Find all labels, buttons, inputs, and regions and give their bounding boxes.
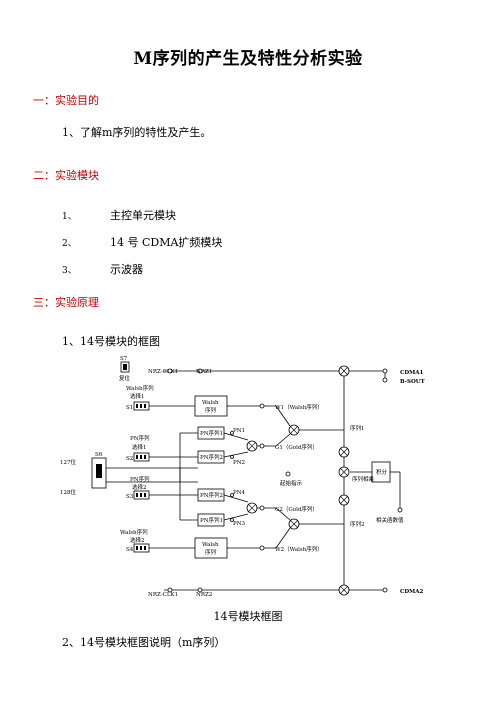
label-s7: S7 — [120, 356, 128, 362]
module-item-num-3: 3、 — [62, 266, 77, 276]
label-g2: G2（Gold序列） — [275, 505, 318, 513]
label-nrz-clk1: NRZ-CLK1 — [148, 369, 178, 375]
label-seq-box1: 序列 — [205, 406, 217, 414]
label-sel2b: 选择2 — [130, 536, 145, 544]
label-cdma2: CDMA2 — [400, 589, 424, 595]
diagram-caption: 14号模块框图 — [213, 610, 283, 623]
label-pn-box2: PN序列2 — [200, 453, 223, 461]
label-pn-sel1: PN序列 — [130, 434, 150, 442]
label-seq-corr: 序列相乘 — [352, 475, 375, 483]
label-nrz1: NRZ1 — [196, 369, 212, 375]
label-seq1: 序列1 — [350, 424, 365, 432]
module-item-num-1: 1、 — [62, 212, 77, 222]
principle-item-1: 1、14号模块的框图 — [62, 335, 160, 348]
label-pn-box1: PN序列1 — [200, 429, 223, 437]
label-pn1: PN1 — [233, 428, 245, 434]
label-walsh-sel2: Walsh序列 — [120, 528, 148, 536]
goal-item-1: 1、了解m序列的特性及产生。 — [62, 126, 212, 139]
label-seq2: 序列2 — [350, 520, 365, 528]
section-heading-principle: 三：实验原理 — [33, 296, 99, 309]
label-w2: W2（Walsh序列） — [275, 545, 323, 553]
page-title: M序列的产生及特性分析实验 — [133, 49, 363, 69]
module-item-3: 示波器 — [110, 263, 143, 276]
label-walsh-box2: Walsh — [202, 542, 219, 548]
label-128: 128位 — [60, 488, 76, 496]
label-nrz-clk2: NRZ-CLK1 — [148, 592, 178, 598]
module-item-num-2: 2、 — [62, 239, 77, 249]
label-b-sout: B-SOUT — [400, 379, 426, 385]
label-integral: 积分 — [376, 468, 388, 476]
label-s1: S1 — [126, 405, 133, 411]
label-s6: S6 — [95, 452, 103, 458]
label-walsh-box1: Walsh — [202, 400, 219, 406]
label-reset: 复位 — [119, 374, 131, 382]
label-nrz2: NRZ2 — [196, 592, 212, 598]
module-item-2: 14 号 CDMA扩频模块 — [110, 236, 223, 249]
label-seq-box2: 序列 — [205, 548, 217, 556]
label-w1: W1（Walsh序列） — [275, 403, 323, 411]
label-g1: G1（Gold序列） — [275, 443, 318, 451]
section-2-subheading: 2、14号模块框图说明（m序列） — [62, 636, 226, 649]
section-heading-modules: 二：实验模块 — [33, 169, 99, 182]
label-sel2: 选择2 — [132, 483, 147, 491]
label-pn4: PN4 — [233, 490, 246, 496]
block-diagram: S7 复位 Walsh序列 选择1 S1 NRZ-CLK1 NRZ1 CDMA1… — [60, 356, 426, 598]
label-pn-box4: PN序列1 — [200, 516, 223, 524]
label-pn-box3: PN序列2 — [200, 491, 223, 499]
label-cdma1: CDMA1 — [400, 370, 424, 376]
label-walsh-sel1: Walsh序列 — [126, 384, 154, 392]
label-s3: S3 — [126, 494, 134, 500]
label-s2: S2 — [126, 456, 133, 462]
label-pn3: PN3 — [233, 521, 246, 527]
label-pn2: PN2 — [233, 460, 245, 466]
label-corr-val: 相关函数值 — [376, 516, 404, 524]
label-pn-sel2: PN序列 — [130, 475, 150, 483]
module-item-1: 主控单元模块 — [110, 209, 176, 222]
section-heading-goal: 一：实验目的 — [33, 94, 99, 107]
label-s4: S4 — [126, 547, 134, 553]
label-sel1b: 选择1 — [132, 443, 147, 451]
label-127: 127位 — [60, 458, 76, 466]
label-start-ind: 起始指示 — [280, 479, 303, 487]
label-sel1: 选择1 — [130, 392, 145, 400]
